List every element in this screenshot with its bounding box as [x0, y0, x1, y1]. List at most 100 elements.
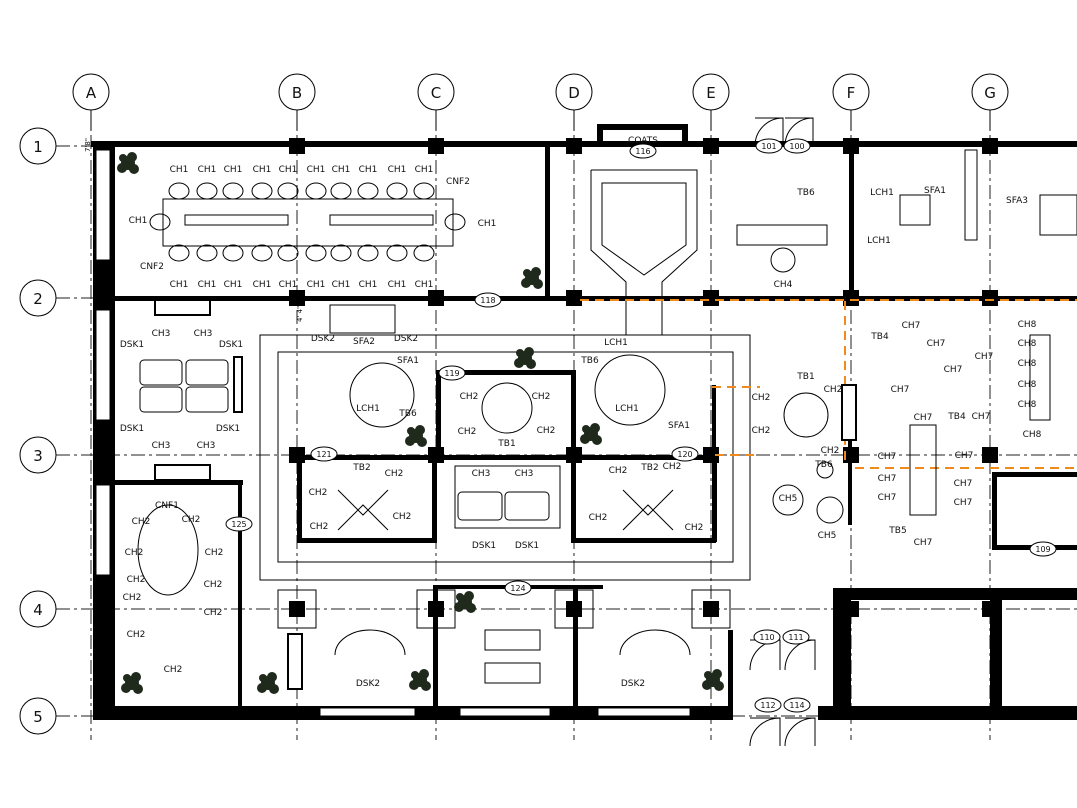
chair	[277, 182, 299, 200]
grid-bubble-F: F	[832, 73, 870, 111]
structural-column	[566, 601, 582, 617]
furniture-label-tb6: TB6	[796, 188, 815, 198]
plant-icon	[466, 603, 476, 613]
chair	[305, 182, 327, 200]
wall	[571, 538, 716, 543]
furniture-label-ch2: CH2	[824, 385, 843, 395]
furniture-label-lch1: LCH1	[356, 404, 380, 414]
furniture-label-sfa3: SFA3	[1006, 196, 1028, 206]
door-tag-number: 116	[635, 147, 650, 156]
door-tag-number: 114	[789, 701, 804, 710]
furniture-label-ch2: CH2	[182, 515, 201, 525]
furniture-label-ch2: CH2	[460, 392, 479, 402]
furniture-label-ch2: CH2	[752, 393, 771, 403]
wall	[573, 585, 578, 710]
furniture-label-ch7: CH7	[878, 452, 897, 462]
furniture-label-lch1: LCH1	[870, 188, 894, 198]
chair	[251, 244, 273, 262]
furniture-label-ch4: CH4	[774, 280, 793, 290]
door-tag	[1029, 541, 1057, 557]
chair	[330, 182, 352, 200]
bubble-circle	[417, 73, 455, 111]
structural-column	[289, 138, 305, 154]
door-tag-number: 109	[1035, 545, 1050, 554]
chair	[386, 244, 408, 262]
wall	[818, 706, 1077, 720]
window	[319, 707, 416, 717]
furniture-label-ch1: CH1	[279, 165, 298, 175]
furniture-label-tb1: TB1	[796, 372, 814, 382]
square-table	[337, 489, 389, 531]
furniture-label-ch2: CH2	[663, 462, 682, 472]
furniture-label-sfa1: SFA1	[397, 356, 419, 366]
furniture-label-lch1: LCH1	[867, 236, 891, 246]
furniture-label-ch2: CH2	[589, 513, 608, 523]
wall	[992, 472, 997, 550]
plant-icon	[267, 672, 277, 682]
door-tag-number: 118	[480, 296, 495, 305]
plant-icon	[590, 423, 600, 433]
furniture-label-ch1: CH1	[224, 165, 243, 175]
furniture-label-ch5: CH5	[818, 531, 837, 541]
chair	[277, 244, 299, 262]
structural-column	[982, 290, 998, 306]
desk	[457, 491, 503, 521]
desk	[504, 491, 550, 521]
furniture-label-lch1: LCH1	[615, 404, 639, 414]
furniture-label-ch2: CH2	[164, 665, 183, 675]
furniture-label-ch2: CH2	[132, 517, 151, 527]
furniture-label-cnf1: CNF1	[155, 501, 179, 511]
chair	[305, 244, 327, 262]
grid-bubble-D: D	[555, 73, 593, 111]
plant-icon	[521, 278, 531, 288]
fireplace	[964, 149, 978, 241]
grid-bubble-E: E	[692, 73, 730, 111]
furniture-label-ch2: CH2	[204, 608, 223, 618]
door-tag	[629, 143, 657, 159]
plant-icon	[133, 684, 143, 694]
square-table	[622, 489, 674, 531]
plant-icon	[533, 279, 543, 289]
furniture-label-ch3: CH3	[472, 469, 491, 479]
structural-column	[982, 601, 998, 617]
furniture-label-ch7: CH7	[878, 474, 897, 484]
furniture-label-ch3: CH3	[197, 441, 216, 451]
grid-bubble-5: 5	[19, 697, 57, 735]
grid-column-label: E	[706, 84, 715, 102]
door-tag-number: 112	[760, 701, 775, 710]
structural-column	[982, 138, 998, 154]
plant-icon	[121, 683, 131, 693]
furniture-label-ch2: CH2	[458, 427, 477, 437]
round-table	[594, 354, 666, 426]
lounge-chair	[816, 461, 834, 479]
coat-area-inner	[601, 182, 687, 276]
grid-row-label: 4	[33, 601, 43, 619]
chair	[413, 244, 435, 262]
chair	[251, 182, 273, 200]
plant-icon	[415, 425, 425, 435]
furniture-label-ch2: CH2	[752, 426, 771, 436]
plant-icon	[704, 671, 712, 679]
plant-icon	[454, 602, 464, 612]
bench	[233, 356, 243, 413]
column-enclosure	[554, 589, 594, 629]
wall	[433, 585, 438, 710]
bench	[154, 299, 211, 316]
wall	[545, 146, 550, 298]
furniture-label-ch1: CH1	[332, 280, 351, 290]
furniture-label-ch1: CH1	[279, 280, 298, 290]
furniture-label-dsk1: DSK1	[216, 424, 240, 434]
furniture-label-ch7: CH7	[914, 413, 933, 423]
outline	[259, 334, 751, 581]
chair	[149, 213, 171, 231]
table-inlay	[329, 214, 434, 226]
furniture-label-dsk1: DSK1	[219, 340, 243, 350]
grid-bubble-4: 4	[19, 590, 57, 628]
furniture-label-ch1: CH1	[198, 165, 217, 175]
wall	[571, 455, 576, 542]
furniture-label-ch8: CH8	[1018, 339, 1037, 349]
grid-row-label: 1	[33, 138, 43, 156]
lounge-chair	[770, 247, 796, 273]
furniture-label-tb6: TB6	[398, 409, 417, 419]
